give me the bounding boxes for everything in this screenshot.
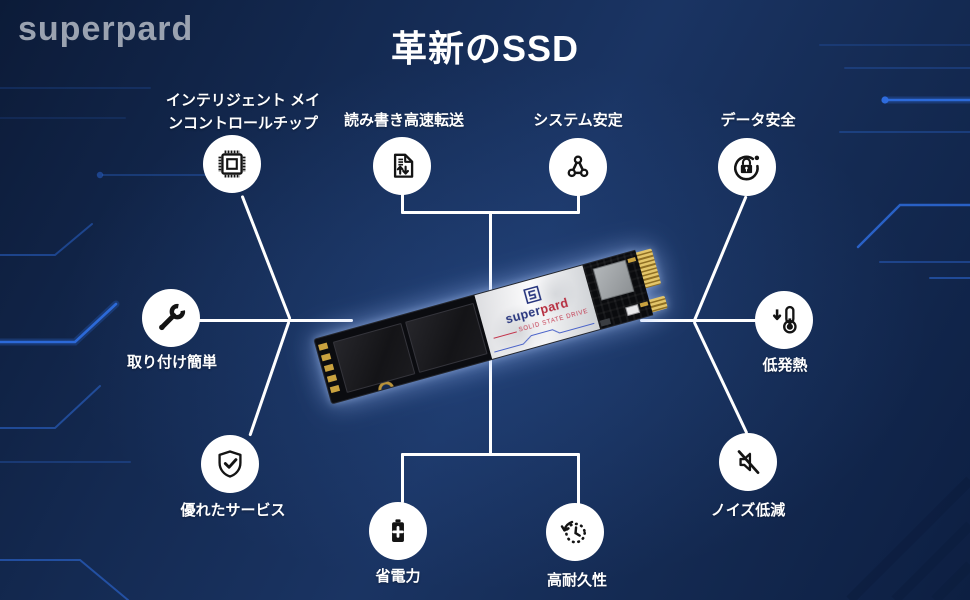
feature-icon-good-service [201, 435, 259, 493]
feature-label-high-durability: 高耐久性 [546, 572, 607, 589]
line-durability-vertical [577, 453, 580, 505]
feature-label-system-stability: システム安定 [533, 112, 623, 129]
feature-label-data-safety: データ安全 [720, 112, 796, 129]
line-transfer-vertical [401, 192, 404, 214]
ssd-pcb: superpard SOLID STATE DRIVE [313, 249, 654, 405]
thermometer-down-icon [772, 305, 797, 334]
file-transfer-icon [393, 153, 414, 178]
line-top-center-vertical [489, 211, 492, 321]
ssd-logo-glyph-icon [523, 285, 542, 304]
lock-circle-icon [733, 155, 760, 181]
ssd-label: superpard SOLID STATE DRIVE [474, 265, 601, 361]
feature-icon-low-heat [755, 291, 813, 349]
ssd-component [627, 257, 637, 264]
wrench-icon [159, 303, 186, 331]
feature-icon-system-stability [549, 138, 607, 196]
line-bottom-center-vertical [489, 358, 492, 456]
feature-label-easy-install: 取り付け簡単 [126, 354, 217, 371]
feature-label-low-heat: 低発熱 [762, 357, 808, 374]
ssd-brand-pard: pard [538, 295, 570, 317]
ssd-component [625, 304, 641, 317]
line-system-vertical [577, 194, 580, 214]
feature-label-fast-transfer: 読み書き高速転送 [343, 112, 464, 129]
brand-logo: superpard [18, 10, 194, 48]
feature-label-controller-chip: インテリジェント メイ ンコントロールチップ [165, 92, 321, 132]
line-left-horizontal [195, 319, 353, 322]
battery-plus-icon [392, 519, 404, 543]
feature-label-good-service: 優れたサービス [180, 502, 286, 519]
feature-label-power-saving: 省電力 [375, 568, 421, 585]
line-battery-vertical [401, 453, 404, 503]
feature-icon-fast-transfer [373, 137, 431, 195]
ssd-component [599, 318, 612, 327]
ssd-nand-chip [332, 322, 416, 393]
ssd-connector-fingers [649, 295, 668, 313]
mute-speaker-icon [737, 450, 760, 475]
feature-icon-noise-reduction [719, 433, 777, 491]
ssd-label-trace-icon [494, 323, 595, 353]
shield-check-icon [218, 450, 242, 478]
ssd-subtitle-rule [493, 331, 517, 339]
feature-icon-power-saving [369, 502, 427, 560]
ssd-nand-chip [405, 302, 488, 373]
feature-icon-easy-install [142, 289, 200, 347]
line-bottom-bar [401, 453, 580, 456]
network-triangle-icon [567, 155, 589, 178]
ssd-product-image: superpard SOLID STATE DRIVE [313, 245, 668, 405]
feature-icon-data-safety [718, 138, 776, 196]
feature-icon-high-durability [546, 503, 604, 561]
page-title: 革新のSSD [390, 28, 580, 69]
ssd-controller-chip [592, 259, 635, 301]
feature-icon-controller-chip [203, 135, 261, 193]
cpu-chip-icon [218, 150, 246, 178]
ssd-component [639, 301, 649, 308]
line-right-horizontal [640, 319, 758, 322]
feature-label-noise-reduction: ノイズ低減 [710, 502, 786, 519]
endurance-clock-icon [560, 520, 586, 544]
